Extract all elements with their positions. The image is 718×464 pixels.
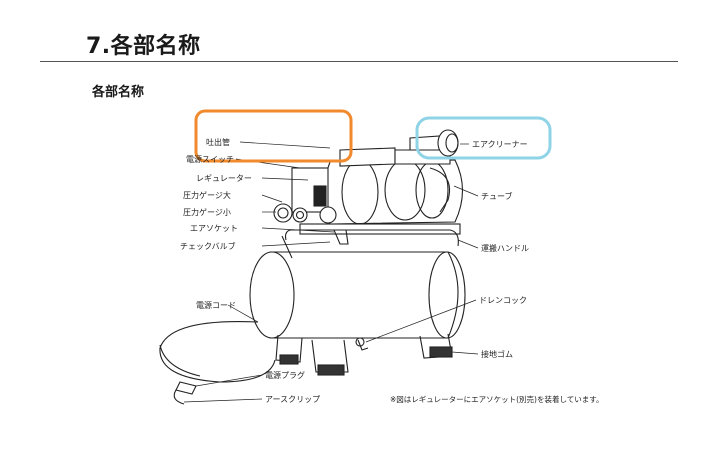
- air-socket: [333, 229, 349, 245]
- label-drain-cock: ドレンコック: [479, 296, 527, 305]
- gauge-small: [292, 207, 308, 223]
- label-earth-clip: アースクリップ: [265, 395, 321, 404]
- label-discharge-pipe: 吐出管: [206, 138, 230, 147]
- power-cord: [159, 321, 276, 383]
- page-title: 7.各部名称: [86, 34, 201, 59]
- label-air-cleaner: エアクリーナー: [472, 140, 528, 149]
- label-tube: チューブ: [481, 192, 513, 201]
- footnote: ※図はレギュレーターにエアソケット(別売)を装着しています。: [390, 395, 604, 404]
- tube: [429, 167, 451, 213]
- power-plug: [175, 381, 197, 395]
- tank-endcap: [249, 251, 295, 339]
- label-ground-rubber: 接地ゴム: [481, 350, 513, 359]
- label-regulator: レギュレーター: [196, 174, 252, 183]
- title-divider: [40, 61, 678, 62]
- motor-base: [299, 223, 461, 235]
- drain-cock: [357, 339, 369, 351]
- label-power-plug: 電源プラグ: [265, 371, 305, 380]
- gauge-large: [273, 203, 293, 223]
- label-gauge-large: 圧力ゲージ大: [183, 191, 231, 200]
- label-check-valve: チェックバルブ: [180, 242, 236, 251]
- highlight-box-blue: [415, 116, 552, 160]
- highlight-box-orange: [194, 109, 353, 163]
- label-carry-handle: 運搬ハンドル: [481, 244, 529, 253]
- label-power-cord: 電源コード: [196, 301, 236, 310]
- section-title: 各部名称: [92, 85, 145, 100]
- air-cleaner: [437, 129, 459, 157]
- label-air-socket: エアソケット: [190, 224, 238, 233]
- label-power-switch: 電源スイッチ: [186, 155, 234, 164]
- label-gauge-small: 圧力ゲージ小: [183, 208, 231, 217]
- carry-handle: [284, 229, 459, 247]
